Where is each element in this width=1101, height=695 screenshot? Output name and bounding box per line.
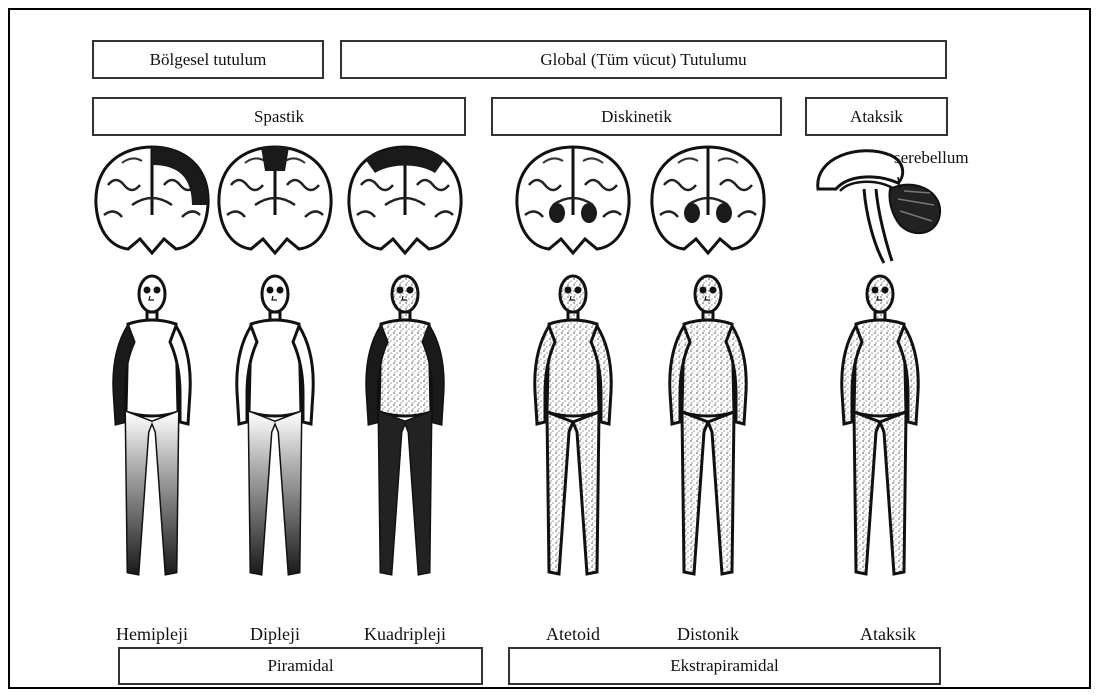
figure-quadriplegia [367,276,443,574]
brain-dystonic [652,147,764,253]
type-label-quadriplegia: Kuadripleji [360,624,450,645]
figure-diplegia [237,276,313,574]
type-label-ataxic: Ataksik [848,624,928,645]
brain-athetoid [517,147,629,253]
type-label-diplegia: Dipleji [235,624,315,645]
brain-diplegia [219,147,331,253]
figure-hemiplegia [114,276,190,574]
figure-dystonic [670,276,746,574]
type-label-dystonic: Distonik [668,624,748,645]
cerebral-palsy-classification-figure: Bölgesel tutulum Global (Tüm vücut) Tutu… [8,8,1091,689]
figure-athetoid [535,276,611,574]
brain-hemiplegia [96,147,208,253]
brain-quadriplegia [349,147,461,253]
illustrations [10,10,1093,691]
pyramidal-footer-box: Piramidal [118,647,483,685]
type-label-hemiplegia: Hemipleji [112,624,192,645]
type-label-athetoid: Atetoid [533,624,613,645]
cerebellum-annotation: serebellum [894,148,969,168]
figure-ataxic [842,276,918,574]
extrapyramidal-footer-box: Ekstrapiramidal [508,647,941,685]
